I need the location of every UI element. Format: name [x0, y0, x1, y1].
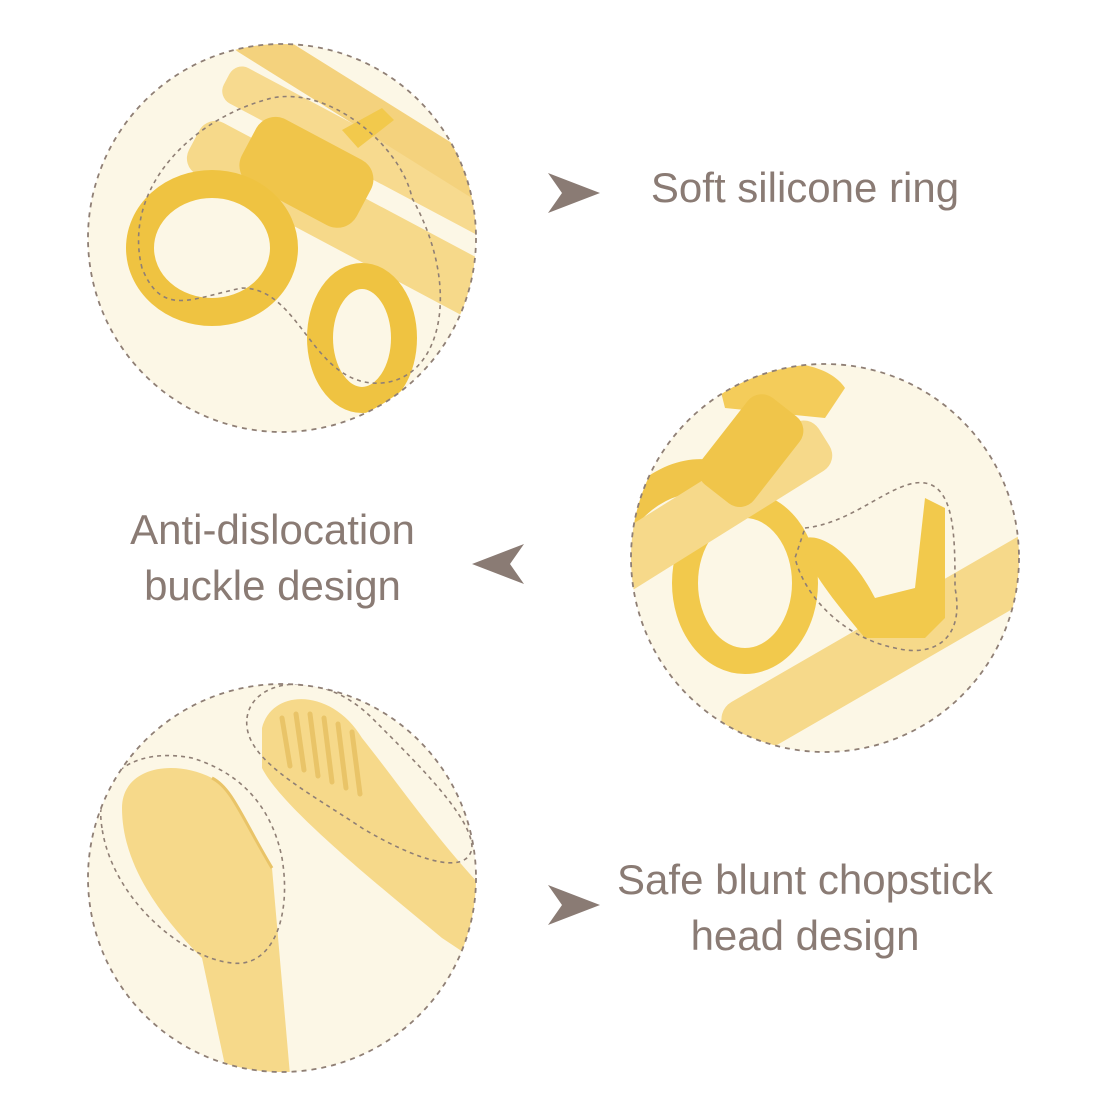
feature-label-line: Safe blunt chopstick	[617, 856, 993, 903]
feature-label-line: buckle design	[144, 562, 401, 609]
feature-label-line: Soft silicone ring	[650, 164, 960, 211]
feature-label-silicone-ring: Soft silicone ring	[620, 160, 990, 216]
chopstick-head-photo	[82, 678, 482, 1078]
feature-label-line: head design	[690, 912, 920, 959]
silicone-ring-photo	[82, 38, 482, 438]
feature-label-chopstick-head: Safe blunt chopstick head design	[595, 852, 1015, 964]
feature-label-line: Anti-dislocation	[130, 506, 415, 553]
feature-label-buckle: Anti-dislocation buckle design	[100, 502, 445, 614]
buckle-photo	[625, 358, 1025, 758]
arrow-right-icon	[548, 885, 600, 925]
arrow-left-icon	[472, 544, 524, 584]
arrow-right-icon	[548, 173, 600, 213]
